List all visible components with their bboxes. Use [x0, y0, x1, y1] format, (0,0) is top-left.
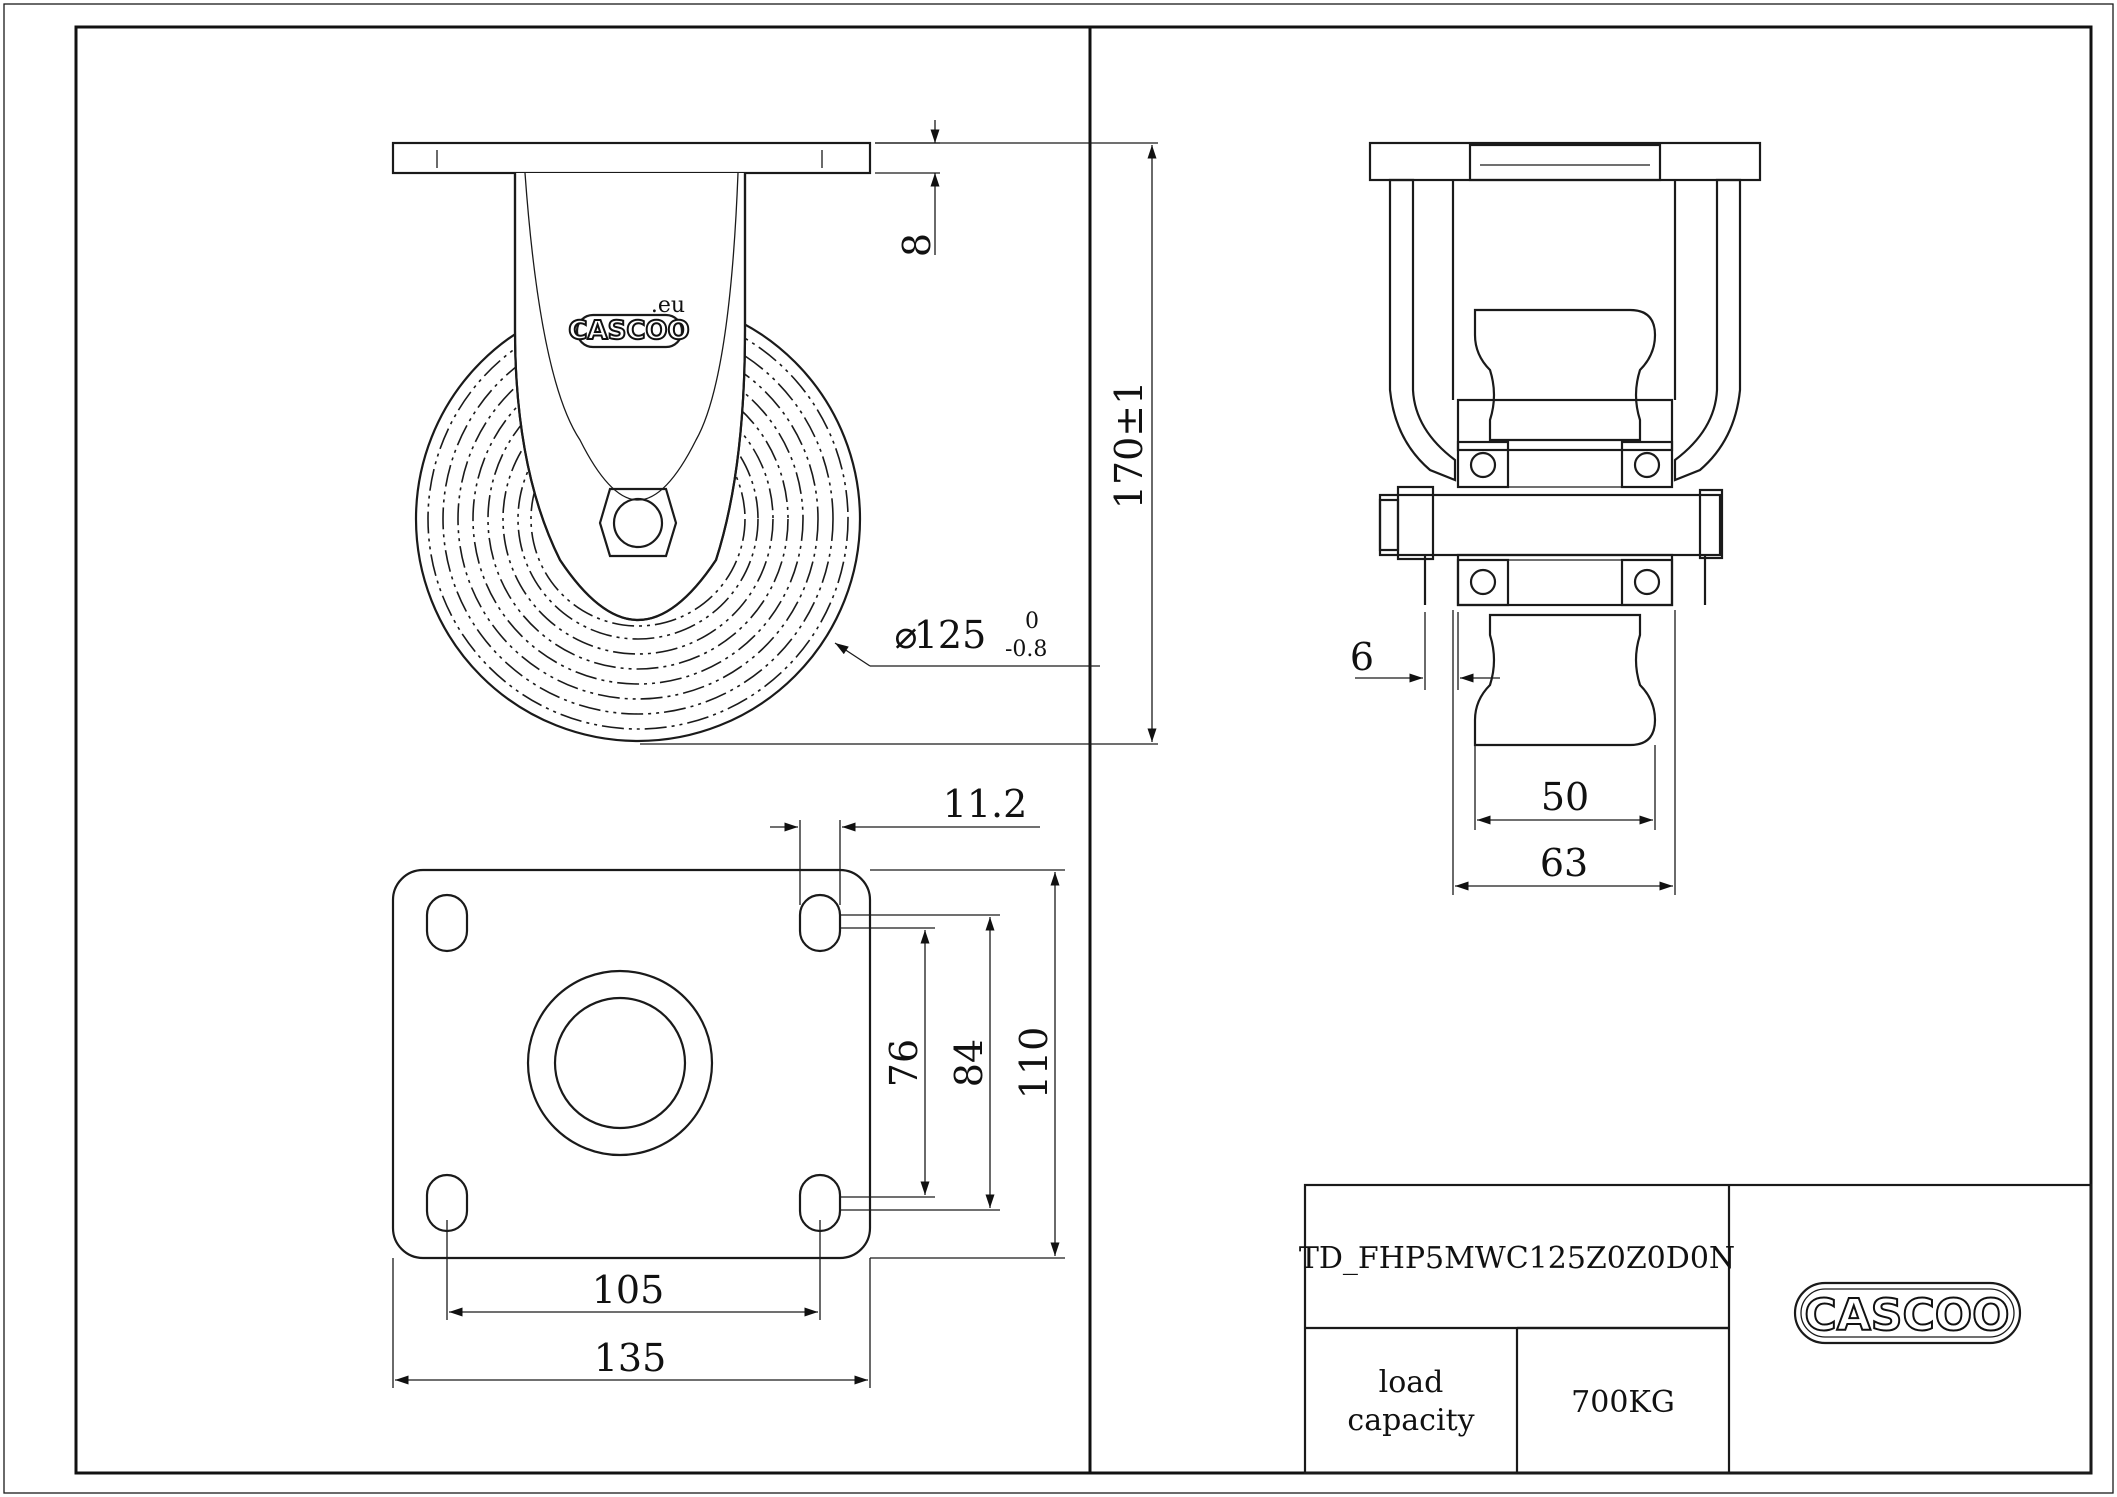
brand-logo: CASCOO — [1793, 1281, 2022, 1345]
wheel-section — [1473, 308, 1657, 442]
part-number: TD_FHP5MWC125Z0Z0D0N — [1299, 1241, 1735, 1276]
dim-wheel-diameter: ⌀ 125 0 -0.8 — [834, 609, 1100, 667]
dim-plate-height: 110 — [870, 869, 1065, 1259]
dim-fork-width-text: 63 — [1540, 841, 1588, 885]
dim-wheel-width-text: 50 — [1541, 775, 1589, 819]
dim-wheel-diameter-tol-upper: 0 — [1025, 609, 1039, 634]
dim-fork-width: 63 — [1452, 610, 1676, 895]
dim-hub-offset-text: 6 — [1350, 635, 1374, 679]
fork-logo-suffix: .eu — [651, 293, 685, 318]
axle-nut-icon — [598, 487, 678, 558]
brand-logo-text: CASCOO — [1804, 1290, 2009, 1341]
dim-plate-width-text: 135 — [594, 1336, 667, 1380]
dim-hole-spacing-outer-text: 84 — [947, 1039, 991, 1087]
mounting-plate — [391, 868, 872, 1260]
dim-plate-thickness-text: 8 — [895, 233, 939, 257]
top-plate-side — [391, 141, 872, 175]
dim-plate-height-text: 110 — [1012, 1027, 1056, 1100]
dim-wheel-diameter-symbol: ⌀ — [895, 613, 918, 657]
plate-view — [391, 868, 872, 1260]
dim-hole-spacing-x-text: 105 — [592, 1268, 665, 1312]
dim-slot-width-text: 11.2 — [943, 782, 1028, 826]
side-view: CASCOO .eu — [391, 141, 872, 743]
load-value: 700KG — [1571, 1385, 1675, 1420]
border-frame — [74, 25, 1092, 1475]
dim-wheel-diameter-tol-lower: -0.8 — [1005, 637, 1047, 662]
dim-wheel-diameter-text: 125 — [914, 613, 987, 657]
section-view — [1368, 141, 1762, 747]
axle-section — [1378, 493, 1722, 557]
dim-hole-spacing-inner: 76 — [840, 927, 935, 1198]
title-block: TD_FHP5MWC125Z0Z0D0N load capacity 700KG… — [1299, 1183, 2093, 1475]
plate-center-ring — [526, 969, 714, 1157]
fork-side — [513, 173, 747, 622]
bearing-icon — [1456, 440, 1674, 607]
dim-hub-offset: 6 — [1350, 612, 1500, 690]
dim-overall-height: 170±1 — [640, 142, 1158, 745]
dim-wheel-width: 50 — [1474, 745, 1656, 830]
dim-hole-spacing-x: 105 — [446, 1220, 821, 1320]
mounting-slot-icon — [425, 893, 842, 1233]
dim-slot-width: 11.2 — [770, 782, 1040, 905]
load-label-line1: load — [1379, 1365, 1444, 1400]
dim-plate-thickness: 8 — [875, 120, 940, 257]
outer-frame — [3, 3, 2114, 1494]
dim-hole-spacing-outer: 84 — [840, 914, 1000, 1211]
load-label-line2: capacity — [1347, 1403, 1474, 1438]
dim-overall-height-text: 170±1 — [1107, 381, 1151, 510]
dim-plate-width: 135 — [392, 1258, 871, 1388]
dim-hole-spacing-inner-text: 76 — [882, 1039, 926, 1087]
fork-logo-text: CASCOO — [568, 316, 689, 346]
fork-logo: CASCOO .eu — [567, 293, 691, 349]
